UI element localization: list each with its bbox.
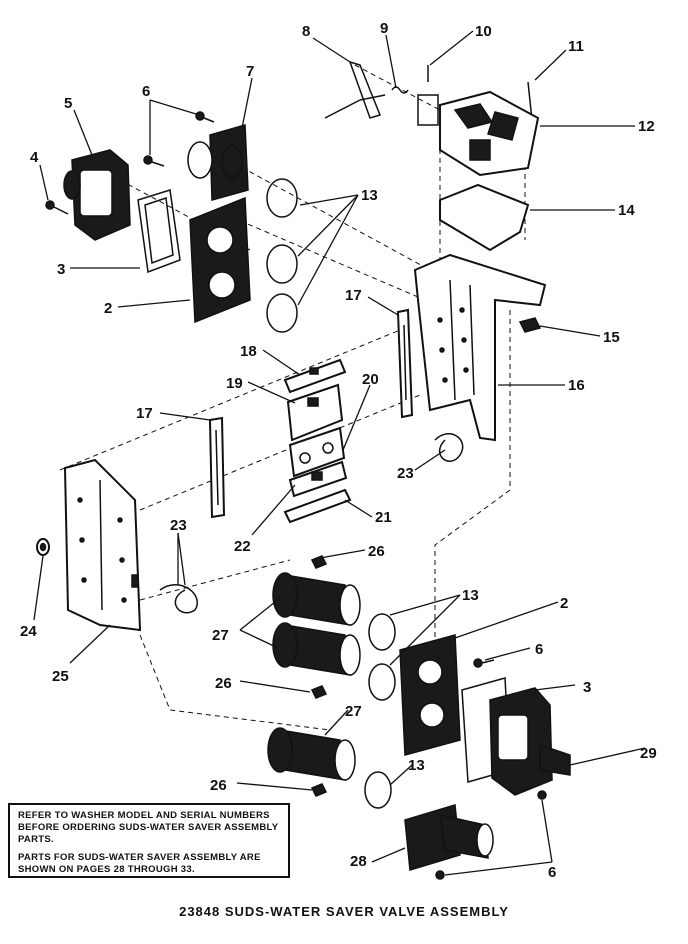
callout-2: 2: [104, 300, 112, 317]
part-12-solenoid-assembly: [417, 90, 540, 177]
part-26-clips: [310, 555, 328, 797]
callout-23: 23: [397, 465, 414, 482]
assembly-guide-lines: [59, 64, 526, 731]
callout-5: 5: [64, 95, 72, 112]
part-8-lever-arm: [324, 60, 386, 119]
callout-21: 21: [375, 509, 392, 526]
part-28-valve: [404, 804, 494, 871]
part-13-hose-clamps-upper: [266, 178, 298, 333]
part-23-springs: [159, 433, 464, 614]
callout-17: 17: [136, 405, 153, 422]
part-6-lower-screws: [435, 658, 547, 880]
callout-16: 16: [568, 377, 585, 394]
callout-15: 15: [603, 329, 620, 346]
part-15-clip: [518, 317, 542, 333]
callout-26: 26: [368, 543, 385, 560]
diagram-caption: 23848 SUDS-WATER SAVER VALVE ASSEMBLY: [179, 904, 509, 919]
part-20-plate: [288, 426, 346, 478]
callout-29: 29: [640, 745, 657, 762]
callout-4: 4: [30, 149, 39, 166]
part-22-plate: [288, 460, 348, 498]
part-3-gasket: [137, 189, 181, 274]
callout-18: 18: [240, 343, 257, 360]
part-14-shield: [439, 183, 530, 252]
part-21-strip: [283, 488, 352, 524]
callout-leader-lines: [33, 30, 646, 876]
callout-20: 20: [362, 371, 379, 388]
callout-11: 11: [568, 38, 584, 55]
part-7-valve: [187, 124, 249, 201]
callout-13: 13: [361, 187, 378, 204]
callout-10: 10: [475, 23, 492, 40]
part-25-mounting-panel: [63, 458, 142, 632]
part-16-mounting-bracket: [413, 253, 547, 442]
callout-6: 6: [142, 83, 150, 100]
part-9-spring: [391, 86, 409, 94]
callout-9: 9: [380, 20, 388, 37]
part-6-screws: [143, 111, 215, 167]
callout-3: 3: [57, 261, 65, 278]
callout-8: 8: [302, 23, 310, 40]
part-19-plate: [286, 383, 344, 442]
callout-27: 27: [345, 703, 362, 720]
callout-25: 25: [52, 668, 69, 685]
callout-24: 24: [20, 623, 37, 640]
callout-23: 23: [170, 517, 187, 534]
callout-6: 6: [535, 641, 543, 658]
callout-13: 13: [408, 757, 425, 774]
part-2-lower-valve-plate: [399, 634, 461, 756]
callout-27: 27: [212, 627, 229, 644]
callout-17: 17: [345, 287, 362, 304]
part-27-valve-tubes: [267, 572, 361, 781]
part-29-valve-housing: [489, 687, 571, 796]
callout-6: 6: [548, 864, 556, 881]
callout-numbers: 5 4 3 2 6 7 8 9 10 11 12 13 14 15 16 17 …: [20, 20, 657, 881]
callout-14: 14: [618, 202, 635, 219]
callout-28: 28: [350, 853, 367, 870]
callout-13: 13: [462, 587, 479, 604]
callout-26: 26: [210, 777, 227, 794]
part-17-strips: [208, 308, 414, 519]
ordering-notice-box: Refer to washer model and serial numbers…: [8, 803, 290, 878]
callout-19: 19: [226, 375, 243, 392]
callout-26: 26: [215, 675, 232, 692]
callout-2: 2: [560, 595, 568, 612]
part-2-valve-plate: [189, 196, 251, 324]
callout-3: 3: [583, 679, 591, 696]
part-18-plate: [283, 358, 347, 394]
part-4-screw: [45, 200, 69, 215]
callout-12: 12: [638, 118, 655, 135]
callout-22: 22: [234, 538, 251, 555]
notice-line-2: Parts for suds-water saver assembly are …: [18, 852, 261, 875]
part-13-hose-clamps-lower: [364, 613, 396, 809]
callout-7: 7: [246, 63, 254, 80]
part-24-washer: [36, 538, 50, 556]
part-5-valve-housing: [63, 149, 131, 241]
notice-line-1: Refer to washer model and serial numbers…: [18, 810, 279, 845]
